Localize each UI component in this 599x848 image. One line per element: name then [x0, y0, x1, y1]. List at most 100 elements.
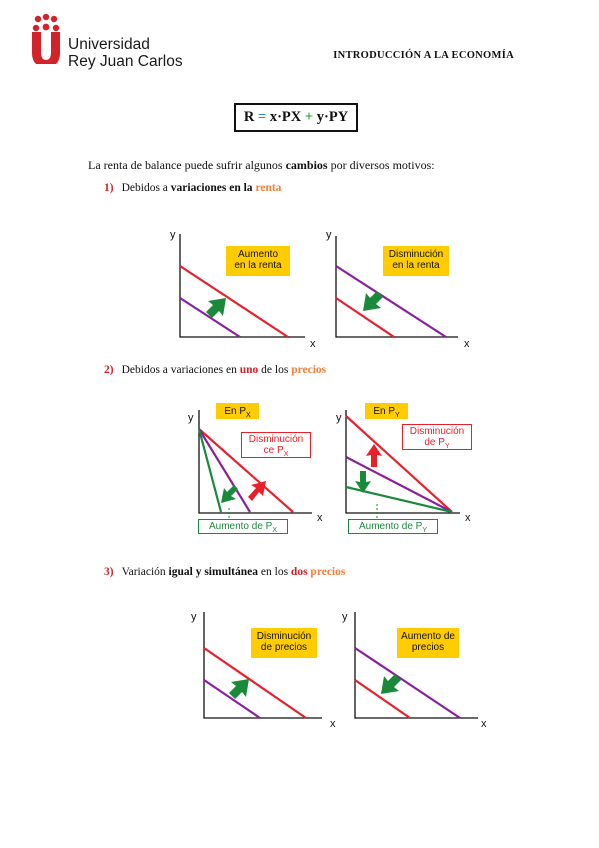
- axis-y-label: y: [336, 412, 342, 424]
- intro-text-end: por diversos motivos:: [327, 158, 435, 172]
- axis-y-label: y: [170, 229, 176, 241]
- item-number: 1): [104, 182, 114, 194]
- budget-line-green: [197, 428, 223, 513]
- item-number: 3): [104, 566, 114, 578]
- budget-line-red: [198, 428, 294, 513]
- axis-y-label: y: [342, 611, 348, 623]
- label-line: ce P: [263, 445, 284, 456]
- label-prices-decrease: Disminución de precios: [251, 628, 317, 658]
- axis-x-label: x: [465, 512, 471, 524]
- axis-x-label: x: [317, 512, 323, 524]
- label-line: Disminución: [256, 631, 312, 642]
- label-line: en la renta: [392, 260, 440, 271]
- item-number: 2): [104, 364, 114, 376]
- axis-y-label: y: [191, 611, 197, 623]
- tag-text: En P: [373, 406, 395, 417]
- item-one-price: 2)Debidos a variaciones en uno de los pr…: [104, 364, 326, 376]
- shift-arrow-icon: [363, 291, 383, 311]
- axis-x-label: x: [330, 718, 336, 730]
- axes: [179, 234, 305, 338]
- university-name: Universidad Rey Juan Carlos: [68, 36, 183, 70]
- budget-line-new: [335, 297, 395, 338]
- formula-equals: =: [257, 109, 267, 125]
- budget-line-purple: [345, 456, 453, 513]
- item-bold: variaciones en la: [170, 182, 256, 194]
- axes: [198, 410, 312, 514]
- label-sub: X: [283, 451, 289, 458]
- budget-line-old: [179, 297, 241, 338]
- increase-arrow-icon: [221, 485, 238, 503]
- budget-line-old: [203, 679, 261, 719]
- chart-prices-increase: [354, 612, 478, 719]
- budget-line-purple: [198, 428, 251, 513]
- axes: [354, 612, 478, 719]
- decrease-arrow-icon: [248, 481, 266, 501]
- chart-prices-decrease: [203, 612, 322, 719]
- budget-line-new: [203, 647, 307, 719]
- axis-y-label: y: [188, 412, 194, 424]
- label-line: precios: [411, 642, 445, 653]
- label-line: de precios: [260, 642, 308, 653]
- budget-line-new: [179, 265, 289, 338]
- item-highlight: precios: [310, 566, 346, 578]
- decrease-arrow-icon: [366, 444, 382, 467]
- label-sub: Y: [422, 527, 428, 534]
- label-prices-increase: Aumento de precios: [397, 628, 459, 658]
- intro-paragraph: La renta de balance puede sufrir algunos…: [88, 158, 435, 173]
- axis-x-label: x: [481, 718, 487, 730]
- university-line2: Rey Juan Carlos: [68, 53, 183, 70]
- course-title: INTRODUCCIÓN A LA ECONOMÍA: [333, 50, 514, 61]
- item-text: Variación: [121, 566, 169, 578]
- axes: [203, 612, 322, 719]
- tag-price-x: En PX: [216, 403, 259, 419]
- intro-text: La renta de balance puede sufrir algunos: [88, 158, 286, 172]
- label-text: Aumento de P: [358, 521, 423, 532]
- formula-r: R: [243, 109, 255, 125]
- chart-price-y: [345, 410, 460, 520]
- shift-arrow-icon: [229, 679, 249, 699]
- label-sub: Y: [444, 443, 450, 450]
- label-py-increase: Aumento de PY: [348, 519, 438, 534]
- axes: [335, 236, 458, 338]
- label-text: Aumento de P: [208, 521, 273, 532]
- label-px-increase: Aumento de PX: [198, 519, 288, 534]
- label-line: Disminución: [248, 434, 304, 445]
- axes: [345, 410, 460, 514]
- item-highlight: renta: [255, 182, 282, 194]
- budget-line-red: [345, 415, 453, 513]
- budget-formula: R = x·PX + y·PY: [234, 103, 358, 132]
- label-income-decrease: Disminución en la renta: [383, 246, 449, 276]
- intro-bold: cambios: [285, 158, 328, 172]
- axis-y-label: y: [326, 229, 332, 241]
- budget-line-old: [354, 647, 461, 719]
- axis-x-label: x: [464, 338, 470, 350]
- label-px-decrease: Disminución ce PX: [241, 432, 311, 458]
- label-line: en la renta: [234, 260, 282, 271]
- label-py-decrease: Disminución de PY: [402, 424, 472, 450]
- formula-term2: y·PY: [316, 109, 349, 125]
- university-logo: [32, 13, 66, 69]
- university-line1: Universidad: [68, 36, 150, 53]
- shift-arrow-icon: [381, 674, 401, 694]
- item-highlight: precios: [291, 364, 327, 376]
- label-line: Aumento: [237, 249, 279, 260]
- label-line: Disminución: [409, 426, 465, 437]
- budget-line-old: [335, 265, 447, 338]
- increase-arrow-icon: [355, 471, 371, 493]
- item-text: en los: [258, 566, 291, 578]
- chart-income-decrease: [335, 236, 458, 338]
- label-line: Disminución: [388, 249, 444, 260]
- axis-x-label: x: [310, 338, 316, 350]
- urjc-logo-icon: [32, 13, 60, 67]
- item-both-prices: 3)Variación igual y simultánea en los do…: [104, 566, 345, 578]
- chart-price-x: [197, 410, 312, 520]
- label-line: Aumento de: [401, 631, 455, 642]
- tag-sub: X: [246, 412, 251, 419]
- tag-price-y: En PY: [365, 403, 408, 419]
- item-highlight: dos: [290, 566, 308, 578]
- tag-text: En P: [224, 406, 246, 417]
- item-text: Debidos a: [121, 182, 171, 194]
- label-line: de P: [424, 437, 445, 448]
- label-sub: X: [272, 527, 278, 534]
